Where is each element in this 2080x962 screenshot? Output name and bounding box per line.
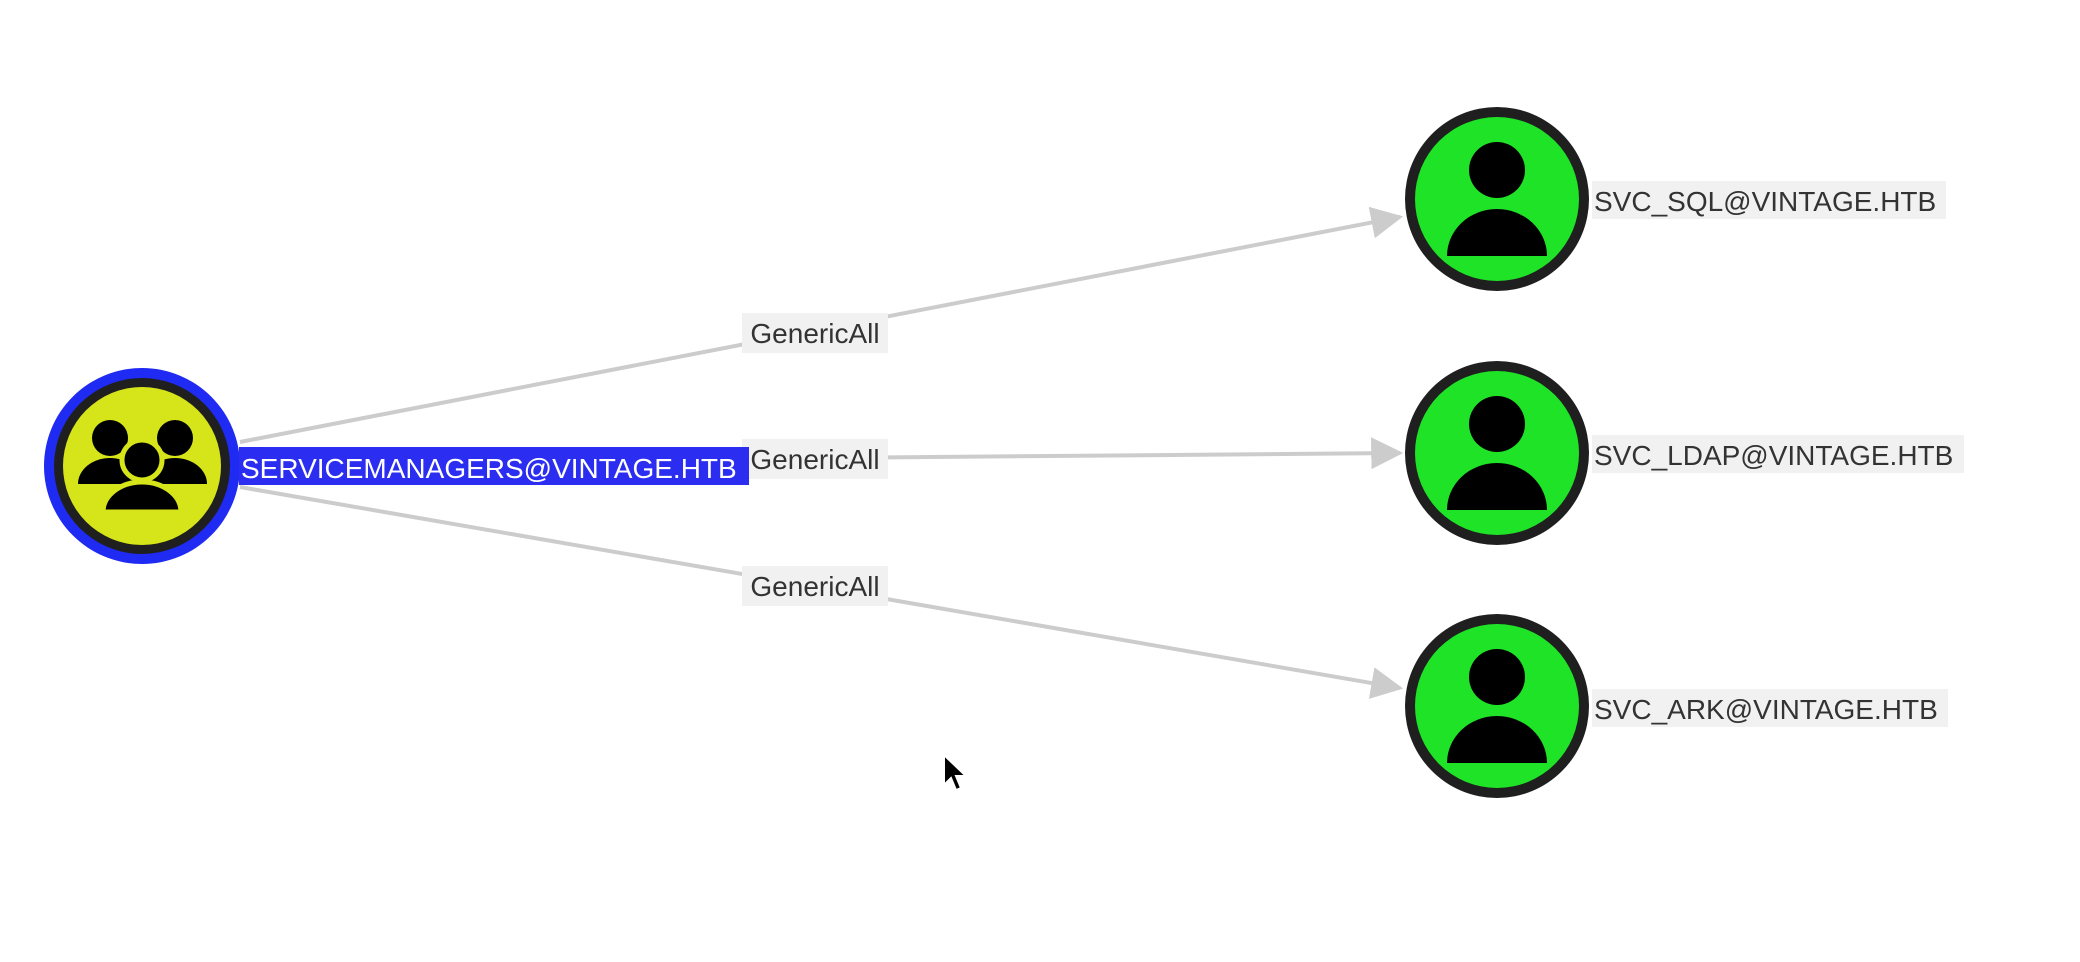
node-svc-ldap[interactable] <box>1405 361 1589 545</box>
node-label-svc-ldap[interactable]: SVC_LDAP@VINTAGE.HTB <box>1592 435 1964 473</box>
group-icon <box>78 420 207 515</box>
edge-label-text: GenericAll <box>750 571 879 602</box>
node-svc-sql[interactable] <box>1405 107 1589 291</box>
user-icon <box>1447 649 1547 763</box>
node-svc-ark[interactable] <box>1405 614 1589 798</box>
user-icon <box>1447 396 1547 510</box>
node-label-text: SVC_ARK@VINTAGE.HTB <box>1594 694 1938 725</box>
edge-label-text: GenericAll <box>750 444 879 475</box>
edge-label-genericall[interactable]: GenericAll <box>742 439 888 479</box>
node-label-svc-sql[interactable]: SVC_SQL@VINTAGE.HTB <box>1592 181 1946 219</box>
node-servicemanagers[interactable] <box>44 368 240 564</box>
node-label-svc-ark[interactable]: SVC_ARK@VINTAGE.HTB <box>1592 689 1948 727</box>
edge-label-genericall[interactable]: GenericAll <box>742 313 888 353</box>
edge-label-text: GenericAll <box>750 318 879 349</box>
edge-label-genericall[interactable]: GenericAll <box>742 566 888 606</box>
node-label-text: SVC_LDAP@VINTAGE.HTB <box>1594 440 1953 471</box>
node-label-text: SVC_SQL@VINTAGE.HTB <box>1594 186 1936 217</box>
node-label-text: SERVICEMANAGERS@VINTAGE.HTB <box>241 453 737 484</box>
user-icon <box>1447 142 1547 256</box>
node-label-servicemanagers[interactable]: SERVICEMANAGERS@VINTAGE.HTB <box>239 447 749 485</box>
mouse-cursor-icon <box>943 753 968 792</box>
